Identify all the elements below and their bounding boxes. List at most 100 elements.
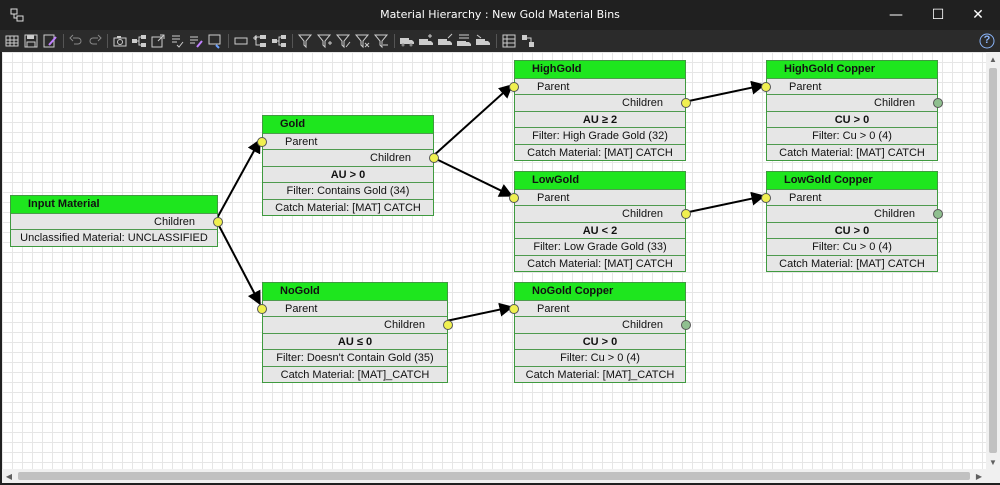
children-port[interactable] — [933, 98, 943, 108]
filter-edit-icon[interactable] — [334, 32, 352, 50]
checklist-icon[interactable] — [168, 32, 186, 50]
layout-tree-icon[interactable] — [130, 32, 148, 50]
parent-label: Parent — [789, 191, 822, 204]
parent-port[interactable] — [509, 81, 519, 92]
node-nogold-copper[interactable]: NoGold Copper Parent Children CU > 0 Fil… — [509, 282, 691, 383]
node-catch-material: Catch Material: [MAT] CATCH — [515, 143, 685, 161]
node-lowgold-copper[interactable]: LowGold Copper Parent Children CU > 0 Fi… — [761, 171, 943, 272]
node-filter: Filter: Doesn't Contain Gold (35) — [263, 349, 447, 366]
children-port[interactable] — [681, 320, 691, 330]
parent-port[interactable] — [509, 192, 519, 203]
node-title: Gold — [263, 116, 433, 133]
parent-label: Parent — [537, 80, 570, 93]
children-port-row[interactable]: Children — [263, 316, 453, 333]
node-condition: AU ≥ 2 — [515, 110, 685, 128]
node-highgold-copper[interactable]: HighGold Copper Parent Children CU > 0 F… — [761, 60, 943, 161]
parent-port[interactable] — [257, 303, 267, 314]
scroll-right-icon[interactable]: ▶ — [975, 471, 983, 481]
hierarchy-canvas[interactable]: Input Material Children Unclassified Mat… — [2, 52, 986, 469]
children-port-row[interactable]: Children — [767, 205, 943, 222]
parent-port[interactable] — [761, 81, 771, 92]
parent-port-row[interactable]: Parent — [761, 188, 937, 206]
node-lowgold[interactable]: LowGold Parent Children AU < 2 Filter: L… — [509, 171, 691, 272]
edit-list-icon[interactable] — [187, 32, 205, 50]
children-port[interactable] — [681, 98, 691, 108]
minimize-button[interactable]: — — [889, 7, 903, 23]
node-condition: AU > 0 — [263, 165, 433, 183]
save-icon[interactable] — [22, 32, 40, 50]
parent-label: Parent — [537, 191, 570, 204]
toolbar-separator — [292, 34, 293, 48]
properties-icon[interactable] — [206, 32, 224, 50]
truck-add-icon[interactable] — [417, 32, 435, 50]
node-title: NoGold Copper — [515, 283, 685, 300]
children-port-row[interactable]: Children — [11, 212, 223, 230]
parent-port-row[interactable]: Parent — [257, 132, 433, 150]
parent-port-row[interactable]: Parent — [761, 77, 937, 95]
vertical-scroll-thumb[interactable] — [989, 68, 997, 453]
parent-port[interactable] — [257, 136, 267, 147]
horizontal-scroll-thumb[interactable] — [18, 472, 970, 480]
horizontal-scrollbar[interactable]: ◀ ▶ — [2, 469, 986, 483]
children-port[interactable] — [933, 209, 943, 219]
filter-add-icon[interactable] — [315, 32, 333, 50]
truck-icon[interactable] — [398, 32, 416, 50]
camera-icon[interactable] — [111, 32, 129, 50]
hierarchy-icon[interactable] — [270, 32, 288, 50]
vertical-scrollbar[interactable]: ▲ ▼ — [986, 52, 1000, 469]
connections — [215, 80, 766, 325]
children-port-row[interactable]: Children — [515, 316, 691, 333]
edge-input-gold — [215, 138, 261, 221]
scroll-left-icon[interactable]: ◀ — [5, 471, 13, 481]
children-port-row[interactable]: Children — [515, 205, 691, 222]
grid-icon[interactable] — [3, 32, 21, 50]
children-label: Children — [154, 215, 195, 228]
export-icon[interactable] — [149, 32, 167, 50]
scroll-down-icon[interactable]: ▼ — [989, 457, 997, 467]
expand-all-icon[interactable] — [500, 32, 518, 50]
parent-port-row[interactable]: Parent — [257, 299, 447, 317]
parent-port-row[interactable]: Parent — [509, 77, 685, 95]
children-label: Children — [622, 97, 663, 109]
close-button[interactable]: ✕ — [972, 7, 984, 23]
redo-icon[interactable] — [86, 32, 104, 50]
node-highgold[interactable]: HighGold Parent Children AU ≥ 2 Filter: … — [509, 60, 691, 161]
window-title: Material Hierarchy : New Gold Material B… — [380, 8, 620, 21]
node-filter: Filter: Cu > 0 (4) — [767, 127, 937, 144]
scrollbar-corner — [986, 469, 1000, 483]
children-port[interactable] — [213, 216, 223, 227]
children-port[interactable] — [681, 209, 691, 219]
parent-port[interactable] — [761, 192, 771, 203]
truck-remove-icon[interactable] — [474, 32, 492, 50]
children-port-row[interactable]: Children — [515, 94, 691, 111]
parent-port-row[interactable]: Parent — [509, 188, 685, 206]
toolbar-separator — [496, 34, 497, 48]
add-node-icon[interactable] — [232, 32, 250, 50]
collapse-all-icon[interactable] — [519, 32, 537, 50]
parent-label: Parent — [789, 80, 822, 93]
node-gold[interactable]: Gold Parent Children AU > 0 Filter: Cont… — [257, 115, 439, 216]
scroll-up-icon[interactable]: ▲ — [989, 54, 997, 64]
node-condition: AU ≤ 0 — [263, 332, 447, 350]
node-input-material[interactable]: Input Material Children Unclassified Mat… — [10, 195, 223, 247]
help-icon[interactable]: ? — [977, 32, 997, 50]
parent-port[interactable] — [509, 303, 519, 314]
children-port-row[interactable]: Children — [767, 94, 943, 111]
edge-gold-lowgold — [431, 156, 514, 197]
parent-port-row[interactable]: Parent — [509, 299, 685, 317]
maximize-button[interactable]: ☐ — [931, 7, 945, 23]
undo-icon[interactable] — [67, 32, 85, 50]
filter-icon[interactable] — [296, 32, 314, 50]
add-child-icon[interactable] — [251, 32, 269, 50]
truck-list-icon[interactable] — [455, 32, 473, 50]
truck-edit-icon[interactable] — [436, 32, 454, 50]
filter-remove-icon[interactable] — [353, 32, 371, 50]
edit-icon[interactable] — [41, 32, 59, 50]
node-nogold[interactable]: NoGold Parent Children AU ≤ 0 Filter: Do… — [257, 282, 453, 383]
filter-options-icon[interactable] — [372, 32, 390, 50]
children-port-row[interactable]: Children — [263, 149, 439, 166]
children-port[interactable] — [429, 153, 439, 163]
edge-highgold-highgoldcopper — [683, 80, 766, 103]
toolbar-separator — [228, 34, 229, 48]
children-port[interactable] — [443, 320, 453, 330]
